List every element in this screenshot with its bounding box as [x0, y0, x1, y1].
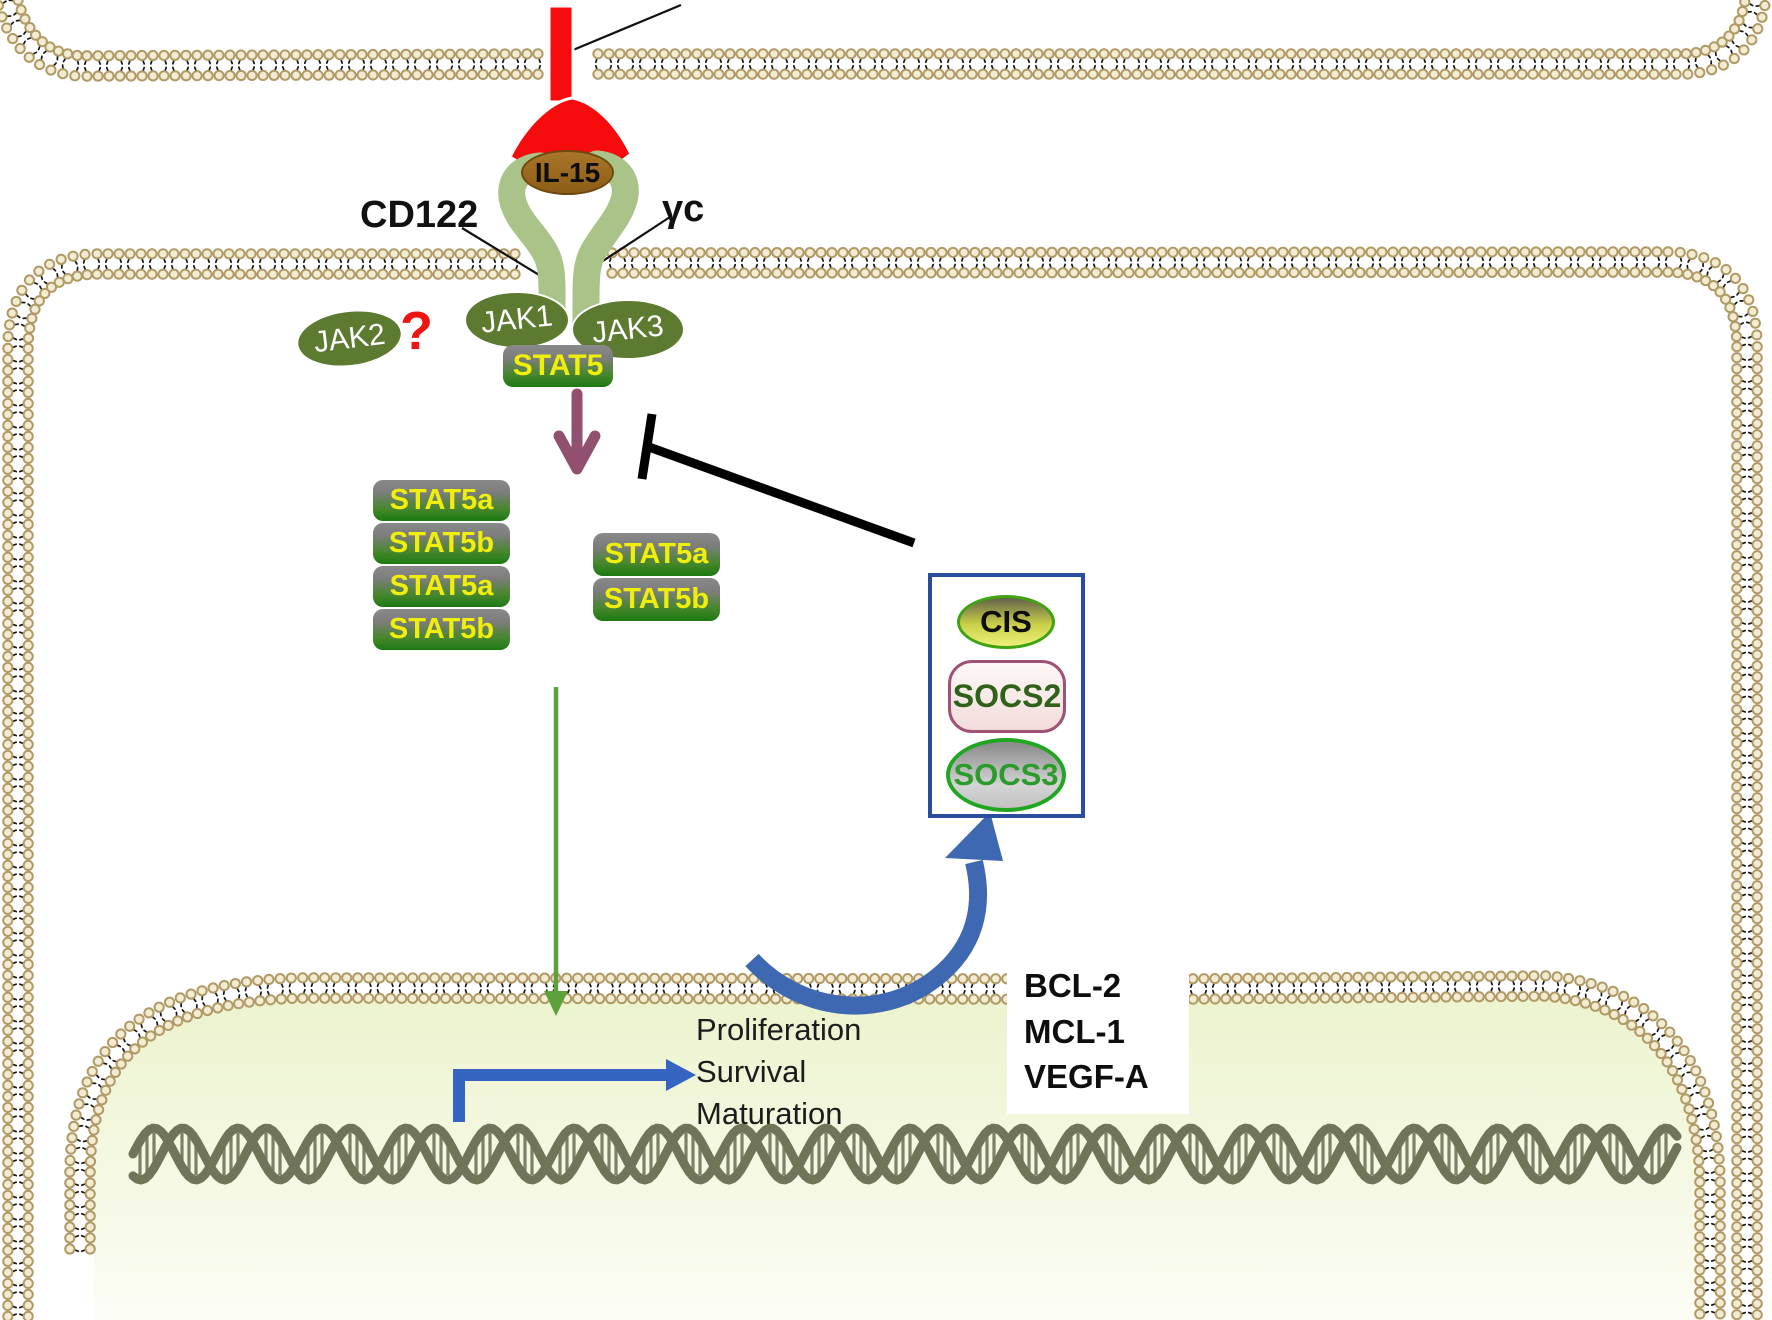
cd122-chain: [498, 152, 566, 322]
stat5-dimer-box: STAT5b: [593, 578, 720, 621]
stat5-activation-arrow: [553, 388, 601, 475]
stat5-dimer-box: STAT5a: [593, 533, 720, 576]
stat5-complex-box: STAT5a: [373, 480, 510, 521]
socs-feedback-arrow: [745, 812, 1003, 1015]
socs2-node: SOCS2: [948, 660, 1066, 733]
socs3-label: SOCS3: [953, 757, 1059, 792]
gammac-label: γc: [662, 188, 705, 230]
transcription-arrow: [453, 1059, 696, 1122]
jak1-node: JAK1: [464, 291, 570, 349]
outcome-survival: Survival: [696, 1054, 807, 1089]
cis-label: CIS: [980, 604, 1032, 639]
jak1-label: JAK1: [479, 299, 555, 340]
stat5-complex-box: STAT5a: [373, 566, 510, 607]
receptor-chains: [498, 150, 639, 340]
nuclear-translocation-arrow: [544, 687, 568, 1016]
stat5-dimer-label: STAT5a: [604, 538, 709, 570]
stat5-dimer-label: STAT5b: [603, 583, 710, 615]
gene-vegfa: VEGF-A: [1024, 1058, 1149, 1095]
stat5-complex-label: STAT5b: [388, 527, 495, 559]
cis-node: CIS: [957, 595, 1055, 649]
socs2-label: SOCS2: [952, 678, 1062, 714]
stat5-complex-box: STAT5b: [373, 523, 510, 564]
gene-mcl1: MCL-1: [1024, 1013, 1125, 1050]
jak2-label: JAK2: [311, 317, 388, 359]
stat5-complex-label: STAT5b: [388, 613, 495, 645]
stat5-node: STAT5: [503, 345, 613, 387]
stat5-label: STAT5: [512, 349, 604, 382]
jak2-question-mark: ?: [400, 301, 433, 361]
jak3-label: JAK3: [590, 308, 666, 350]
cd122-pointer-line: [461, 227, 550, 282]
il15-ligand: IL-15: [521, 150, 614, 195]
outcome-maturation: Maturation: [696, 1096, 843, 1131]
socs3-node: SOCS3: [946, 738, 1066, 812]
inhibition-tbar: [637, 413, 916, 548]
gene-label-backdrop: [1007, 948, 1189, 1114]
receptor-pointer-line: [572, 3, 682, 52]
stat5-complex-label: STAT5a: [389, 484, 494, 516]
stat5-complex-label: STAT5a: [389, 570, 494, 602]
stat5-complex-box: STAT5b: [373, 609, 510, 650]
dna-helix: [128, 1123, 1682, 1185]
outcome-proliferation: Proliferation: [696, 1012, 862, 1047]
il15-label: IL-15: [534, 156, 601, 188]
gene-bcl2: BCL-2: [1024, 967, 1122, 1004]
cd122-label: CD122: [360, 194, 479, 236]
gammac-chain: [572, 150, 639, 340]
